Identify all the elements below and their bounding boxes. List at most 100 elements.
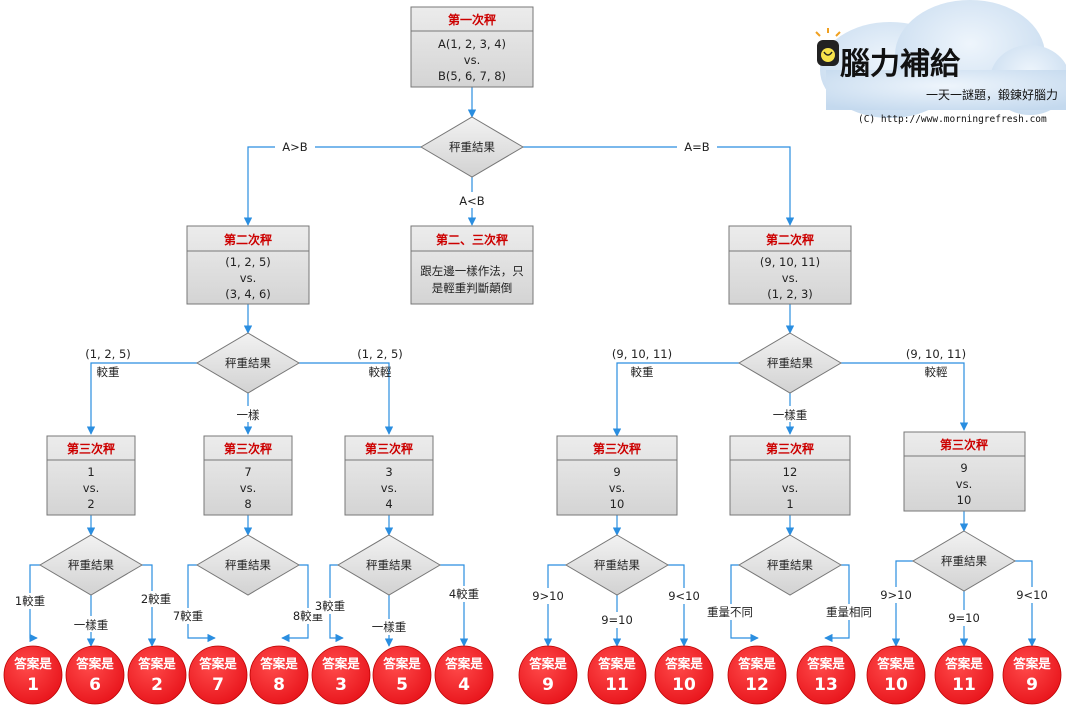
weigh3-title: 第三次秤 <box>224 441 272 456</box>
decision3: 秤重結果 <box>39 534 143 596</box>
weigh3-box: 第三次秤 9 vs. 10 <box>556 435 678 516</box>
weigh2-left-box: 第二次秤 (1, 2, 5) vs. (3, 4, 6) <box>186 225 310 305</box>
branch-label: 重量相同 <box>826 605 872 619</box>
decision1-text: 秤重結果 <box>449 140 495 154</box>
weigh2-right-line: (1, 2, 3) <box>767 287 813 301</box>
answer-circle: 答案是 9 <box>518 645 578 705</box>
answer-circle: 答案是 7 <box>188 645 248 705</box>
logo-title: 腦力補給 <box>840 47 961 82</box>
answer-circle: 答案是 1 <box>3 645 63 705</box>
decision3-text: 秤重結果 <box>767 558 813 572</box>
answer-circle: 答案是 4 <box>434 645 494 705</box>
answer-number: 13 <box>814 675 838 695</box>
branch-label: 9=10 <box>948 611 980 625</box>
weigh1-title: 第一次秤 <box>448 12 496 27</box>
answer-label: 答案是 <box>14 656 52 671</box>
branch-label: 4較重 <box>449 587 479 601</box>
decision3-text: 秤重結果 <box>68 558 114 572</box>
answer-number: 11 <box>605 675 629 695</box>
decision2-right-text: 秤重結果 <box>767 356 813 370</box>
branch-label: 一樣重 <box>372 620 407 634</box>
answer-number: 9 <box>1026 675 1038 695</box>
branch-label: 重量不同 <box>707 605 753 619</box>
branch-label: 3較重 <box>315 599 345 613</box>
weigh3-line: vs. <box>782 481 798 495</box>
answer-circle: 答案是 6 <box>65 645 125 705</box>
weigh3-title: 第三次秤 <box>593 441 641 456</box>
branch-label: 一樣 <box>237 408 260 422</box>
weigh1-line: A(1, 2, 3, 4) <box>438 37 506 51</box>
decision3-text: 秤重結果 <box>366 558 412 572</box>
answer-circle: 答案是 9 <box>1002 645 1062 705</box>
answer-number: 10 <box>884 675 908 695</box>
decision3: 秤重結果 <box>738 534 842 596</box>
weigh3-box: 第三次秤 9 vs. 10 <box>903 431 1026 512</box>
weigh3-line: 4 <box>385 497 392 511</box>
branch-label: A=B <box>684 140 710 154</box>
answer-number: 9 <box>542 675 554 695</box>
weigh3-line: 10 <box>610 497 625 511</box>
weigh1-line: B(5, 6, 7, 8) <box>438 69 506 83</box>
branch-label: (9, 10, 11) <box>906 347 966 361</box>
answer-circle: 答案是 5 <box>372 645 432 705</box>
weigh3-box: 第三次秤 12 vs. 1 <box>729 435 851 516</box>
decision3: 秤重結果 <box>196 534 300 596</box>
branch-label: 9<10 <box>1016 588 1048 602</box>
weigh3-title: 第三次秤 <box>365 441 413 456</box>
decision3-labels: 1較重 一樣重 2較重 7較重 8較重 3較重 一樣重 4較重 9>10 9=1… <box>12 586 1050 635</box>
answer-label: 答案是 <box>529 656 567 671</box>
answer-circle: 答案是 10 <box>866 645 926 705</box>
answer-number: 1 <box>27 675 39 695</box>
answer-circle: 答案是 8 <box>249 645 309 705</box>
weigh3-line: 1 <box>786 497 793 511</box>
logo: 腦力補給 一天一謎題，鍛鍊好腦力 (C) http://www.morningr… <box>815 0 1066 125</box>
decision3-text: 秤重結果 <box>594 558 640 572</box>
decision1: 秤重結果 <box>420 116 524 178</box>
answer-circle: 答案是 11 <box>587 645 647 705</box>
decision2-right: 秤重結果 (9, 10, 11) 較重 一樣重 (9, 10, 11) 較輕 <box>612 332 966 422</box>
branch-label: 較輕 <box>369 365 392 379</box>
answer-number: 12 <box>745 675 769 695</box>
answer-number: 4 <box>458 675 470 695</box>
decision3: 秤重結果 <box>565 534 669 596</box>
weigh3-line: 9 <box>613 465 620 479</box>
weigh2-right-box: 第二次秤 (9, 10, 11) vs. (1, 2, 3) <box>728 225 852 305</box>
answer-number: 6 <box>89 675 101 695</box>
weigh3-box: 第三次秤 3 vs. 4 <box>344 435 434 516</box>
branch-label: 較重 <box>631 365 654 379</box>
weigh3-line: vs. <box>956 477 972 491</box>
answer-circle: 答案是 11 <box>934 645 994 705</box>
answer-label: 答案是 <box>138 656 176 671</box>
weigh2-mid-line: 是輕重判斷顛倒 <box>432 281 513 295</box>
weigh3-line: 12 <box>783 465 798 479</box>
weigh3-line: vs. <box>609 481 625 495</box>
decision3-text: 秤重結果 <box>225 558 271 572</box>
answer-number: 10 <box>672 675 696 695</box>
decision3: 秤重結果 <box>912 530 1016 592</box>
branch-label: (1, 2, 5) <box>85 347 131 361</box>
weigh3-line: 8 <box>244 497 251 511</box>
answer-label: 答案是 <box>322 656 360 671</box>
weigh3-line: vs. <box>240 481 256 495</box>
weigh2-right-line: (9, 10, 11) <box>760 255 820 269</box>
weigh3-line: 3 <box>385 465 392 479</box>
weigh3-title: 第三次秤 <box>67 441 115 456</box>
answer-label: 答案是 <box>260 656 298 671</box>
weigh2-left-title: 第二次秤 <box>224 232 272 247</box>
weigh2-left-line: (1, 2, 5) <box>225 255 271 269</box>
answer-label: 答案是 <box>877 656 915 671</box>
logo-cloud <box>820 0 1066 118</box>
answer-label: 答案是 <box>199 656 237 671</box>
answer-label: 答案是 <box>1013 656 1051 671</box>
branch-label: 9=10 <box>601 613 633 627</box>
weigh2-right-line: vs. <box>782 271 798 285</box>
weigh3-title: 第三次秤 <box>766 441 814 456</box>
branch-label: 7較重 <box>173 609 203 623</box>
answer-number: 8 <box>273 675 285 695</box>
branch-label: 9>10 <box>880 588 912 602</box>
answer-circle: 答案是 13 <box>796 645 856 705</box>
branch-label: 2較重 <box>141 592 171 606</box>
branch-label: (9, 10, 11) <box>612 347 672 361</box>
weigh3-line: 7 <box>244 465 251 479</box>
decision2-left-text: 秤重結果 <box>225 356 271 370</box>
